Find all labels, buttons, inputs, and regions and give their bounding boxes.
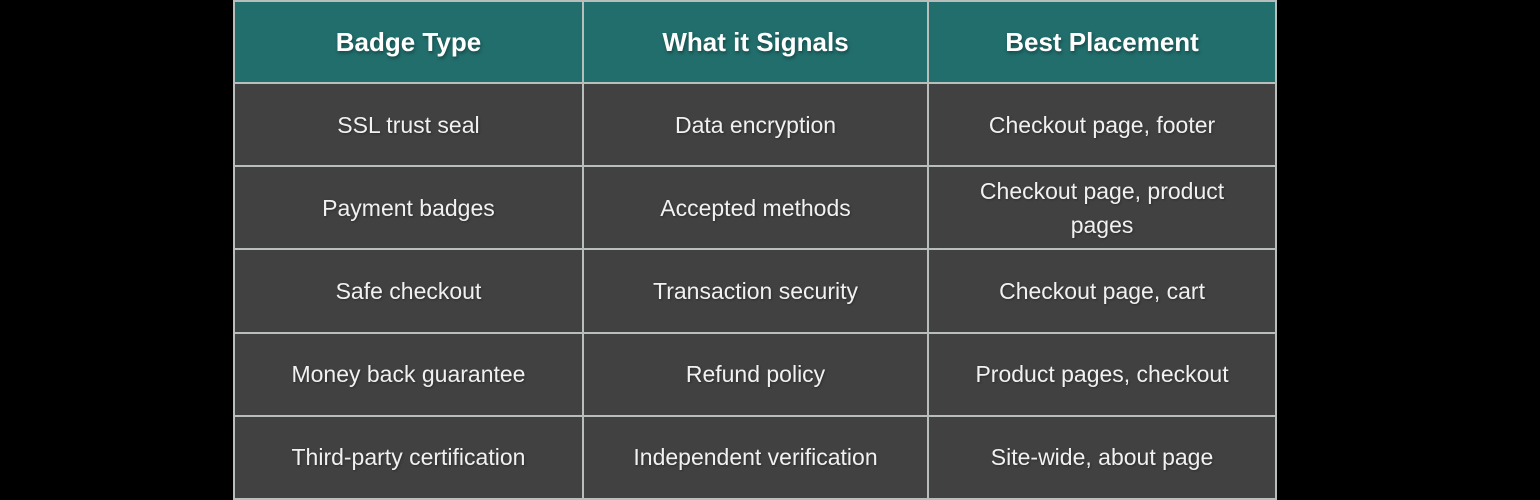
table-cell: Safe checkout (235, 250, 582, 332)
cell-text: Transaction security (653, 277, 858, 304)
cell-text: Checkout page, cart (999, 277, 1205, 304)
column-header-badge-type: Badge Type (235, 2, 582, 82)
table-cell: Product pages, checkout (929, 333, 1275, 415)
cell-text: Payment badges (322, 194, 495, 221)
table-cell: SSL trust seal (235, 84, 582, 166)
table-cell: Refund policy (583, 333, 928, 415)
column-header-label: Badge Type (335, 27, 482, 57)
table-cell: Payment badges (235, 167, 582, 249)
cell-text: Checkout page, footer (988, 111, 1216, 138)
table-cell: Independent verification (583, 416, 928, 498)
table-cell: Third-party certification (235, 416, 582, 498)
cell-text: Safe checkout (335, 277, 482, 304)
trust-badges-table: Badge Type What it Signals Best Placemen… (233, 0, 1277, 500)
cell-text: Independent verification (633, 444, 878, 471)
table-cell: Site-wide, about page (929, 416, 1275, 498)
cell-text: Product pages, checkout (975, 361, 1229, 388)
cell-text: Money back guarantee (291, 361, 526, 388)
table-cell: Checkout page, cart (929, 250, 1275, 332)
column-header-label: What it Signals (662, 27, 849, 57)
cell-text: Third-party certification (291, 444, 526, 471)
table-cell: Money back guarantee (235, 333, 582, 415)
cell-text: Refund policy (685, 361, 826, 388)
table-cell: Checkout page, footer (929, 84, 1275, 166)
column-header-label: Best Placement (1005, 27, 1199, 57)
table-cell: Data encryption (583, 84, 928, 166)
table-cell: Accepted methods (583, 167, 928, 249)
cell-text: Data encryption (674, 111, 837, 138)
cell-text: Site-wide, about page (990, 444, 1214, 471)
cell-text: SSL trust seal (337, 111, 480, 138)
column-header-what-it-signals: What it Signals (583, 2, 928, 82)
column-header-best-placement: Best Placement (929, 2, 1275, 82)
table-cell: Transaction security (583, 250, 928, 332)
cell-text: Checkout page, product pages (979, 177, 1225, 238)
table-cell: Checkout page, product pages (929, 167, 1275, 249)
cell-text: Accepted methods (660, 194, 851, 221)
